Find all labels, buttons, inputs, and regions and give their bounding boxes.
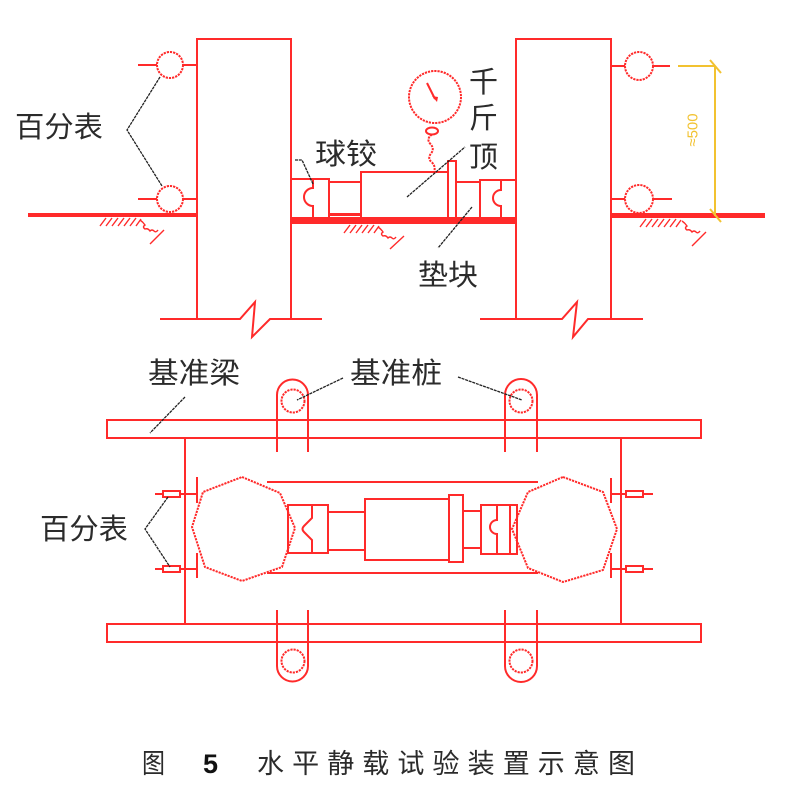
jack-body <box>360 171 449 219</box>
ball-hinge-left-plan-socket <box>301 505 313 553</box>
dimension-gauge-spacing: ≈500 <box>678 59 722 223</box>
label-reference-pile: 基准桩 <box>350 356 442 390</box>
ground-line-right <box>611 213 765 218</box>
pad-block-plan <box>462 510 482 549</box>
ball-hinge-left-socket <box>303 179 314 218</box>
loading-assembly-plan <box>287 494 518 563</box>
left-pile-break-line <box>160 299 322 340</box>
pressure-gauge-dial-icon <box>408 70 462 124</box>
dial-gauge-icon <box>625 565 644 573</box>
leader-pad-block <box>437 206 473 249</box>
dial-gauge-right-upper <box>611 51 670 81</box>
ball-hinge-right-socket <box>492 180 502 218</box>
connector-block <box>328 181 362 216</box>
loading-assembly-elevation <box>290 70 517 219</box>
leader-jack <box>406 146 466 198</box>
label-ball-hinge: 球铰 <box>315 137 377 171</box>
dial-gauge-icon <box>624 184 654 214</box>
connector-block-plan <box>327 511 366 551</box>
leader-ball-hinge <box>295 159 314 185</box>
figure-caption: 图 5 水平静载试验装置示意图 <box>142 749 635 780</box>
label-jack-char-1: 千 <box>469 65 498 99</box>
leader-reference-beam <box>149 396 186 434</box>
reference-pile-icon <box>280 388 306 414</box>
reference-beam-top <box>106 419 702 439</box>
left-pile-outline <box>196 38 292 319</box>
dimension-label: ≈500 <box>685 113 702 146</box>
reference-pile-icon <box>508 648 534 674</box>
caption-prefix: 图 <box>142 749 165 780</box>
reference-pile-icon <box>508 388 534 414</box>
elevation-view: ≈500 百分表 <box>15 38 765 341</box>
label-dial-gauge-elevation: 百分表 <box>15 110 103 144</box>
jack-plate-plan <box>448 494 464 563</box>
pressure-gauge-fitting <box>425 126 439 136</box>
ground-line-left <box>28 213 197 217</box>
dial-gauge-right-lower <box>611 184 672 214</box>
soil-hatch-left <box>99 217 165 245</box>
pressure-gauge <box>408 70 462 173</box>
ball-hinge-right-plan-socket <box>489 505 498 554</box>
reference-beam-bottom <box>106 623 702 643</box>
soil-hatch-middle <box>343 224 405 250</box>
ball-hinge-left <box>290 178 330 219</box>
label-pad-block: 垫块 <box>418 258 478 292</box>
pressure-gauge-needle-hub <box>432 96 438 102</box>
right-pile-outline <box>515 38 612 319</box>
reference-pile-bottom-left <box>276 610 309 683</box>
dial-gauge-left-upper <box>138 51 197 79</box>
dimension-tick-top <box>709 59 722 74</box>
leader-reference-pile-left <box>296 377 344 401</box>
reference-pile-top-right <box>504 378 538 452</box>
jack-body-plan <box>364 498 450 561</box>
label-jack-char-3: 顶 <box>469 140 498 174</box>
soil-hatch-right <box>639 218 707 247</box>
right-test-pile <box>480 38 643 341</box>
caption-figure-number: 5 <box>203 749 218 779</box>
dial-gauge-icon <box>625 490 644 498</box>
label-reference-beam: 基准梁 <box>148 356 240 390</box>
left-test-pile <box>160 38 322 340</box>
pad-block <box>455 181 481 219</box>
dimension-tick-bottom <box>709 208 722 223</box>
plan-dial-gauge-right-upper <box>610 478 653 503</box>
ball-hinge-right <box>479 179 517 219</box>
dial-gauge-left-lower <box>138 185 197 213</box>
reference-pile-bottom-right <box>504 610 538 683</box>
label-jack-char-2: 斤 <box>469 101 498 135</box>
leader-dial-gauge-elevation <box>126 76 163 187</box>
plan-view: 基准梁 基准桩 百分表 <box>40 356 702 683</box>
leader-dial-gauge-plan <box>144 496 171 568</box>
ground-line-middle <box>291 218 516 224</box>
right-pile-break-line <box>480 298 643 341</box>
dial-gauge-icon <box>162 490 181 498</box>
jack-plate <box>447 160 457 219</box>
dial-gauge-icon <box>624 51 654 81</box>
dial-gauge-icon <box>156 185 184 213</box>
plan-dial-gauge-left-lower <box>155 553 198 578</box>
reference-pile-icon <box>280 648 306 674</box>
ball-hinge-right-plan <box>480 504 518 555</box>
hydraulic-hose <box>427 133 436 173</box>
dial-gauge-icon <box>162 565 181 573</box>
label-dial-gauge-plan: 百分表 <box>40 512 128 546</box>
dial-gauge-icon <box>156 51 184 79</box>
test-pile-right-plan <box>510 475 619 584</box>
plan-dial-gauge-right-lower <box>610 553 653 578</box>
reference-pile-top-left <box>276 378 309 452</box>
plan-dial-gauge-left-upper <box>155 477 198 503</box>
test-pile-left-plan <box>190 475 297 583</box>
caption-title: 水平静载试验装置示意图 <box>257 749 635 780</box>
